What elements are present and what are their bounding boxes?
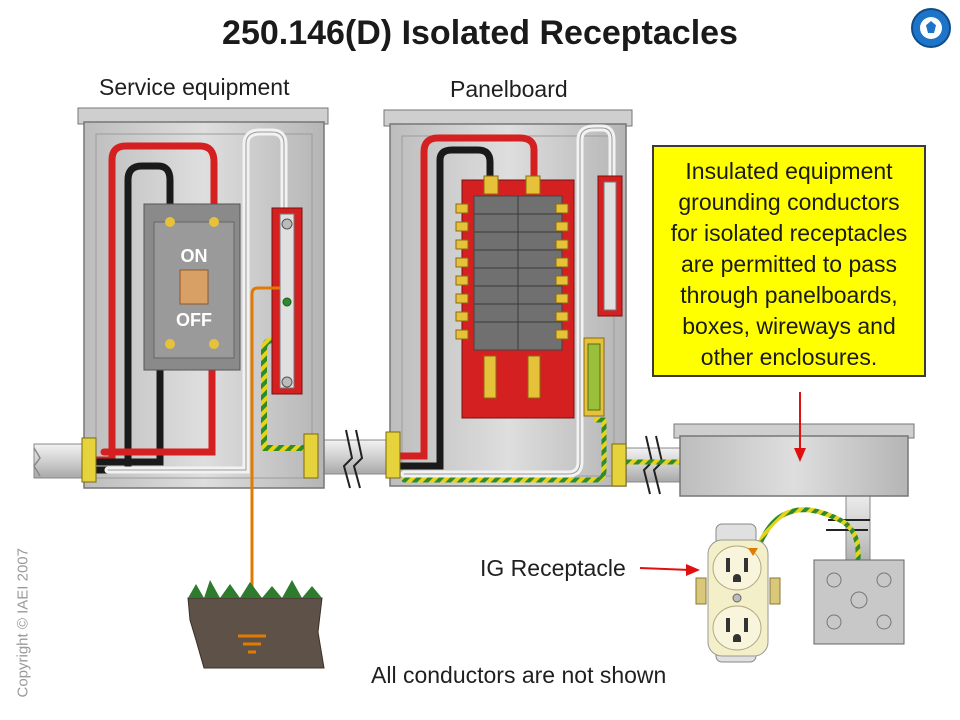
receptacle-ground-lead bbox=[755, 507, 861, 561]
page-title: 250.146(D) Isolated Receptacles bbox=[222, 14, 738, 52]
panel-ground-bus bbox=[583, 337, 605, 417]
logo-center bbox=[920, 17, 942, 39]
iaei-logo-icon bbox=[911, 8, 951, 48]
copyright-notice: Copyright © IAEI 2007 bbox=[14, 548, 32, 698]
disconnect-switch: ON OFF bbox=[143, 203, 241, 371]
breaker-assembly bbox=[455, 175, 575, 419]
ground-symbol-icon bbox=[238, 634, 266, 654]
callout-line: other enclosures. bbox=[700, 344, 878, 370]
not-shown-note: All conductors are not shown bbox=[371, 662, 667, 688]
ig-receptacle bbox=[695, 523, 781, 663]
callout-line: through panelboards, bbox=[680, 282, 898, 308]
callout-line: for isolated receptacles bbox=[670, 220, 908, 246]
wireway bbox=[673, 423, 915, 497]
callout-line: are permitted to pass bbox=[680, 251, 898, 277]
breaker-slots bbox=[455, 203, 569, 340]
callout-line: Insulated equipment bbox=[685, 158, 893, 184]
logo-keystone bbox=[926, 21, 936, 33]
service-equipment-label: Service equipment bbox=[99, 74, 290, 100]
callout-arrow bbox=[794, 392, 806, 462]
ig-receptacle-label: IG Receptacle bbox=[480, 555, 626, 581]
callout-box: Insulated equipment grounding conductors… bbox=[652, 145, 926, 377]
panelboard-label: Panelboard bbox=[450, 76, 568, 102]
switch-off-label: OFF bbox=[176, 310, 212, 330]
conduit-middle bbox=[315, 429, 391, 489]
callout-line: grounding conductors bbox=[678, 189, 900, 215]
receptacle-arrow bbox=[639, 564, 700, 576]
grounding-electrode-conductor bbox=[250, 286, 280, 640]
switch-on-label: ON bbox=[181, 246, 208, 266]
break-mark-icon bbox=[33, 447, 41, 477]
outlet-box bbox=[813, 559, 905, 645]
panel-neutral-bus bbox=[597, 175, 623, 317]
callout-line: boxes, wireways and bbox=[682, 313, 896, 339]
service-neutral-bus bbox=[271, 207, 303, 395]
earth-ground bbox=[187, 580, 325, 669]
